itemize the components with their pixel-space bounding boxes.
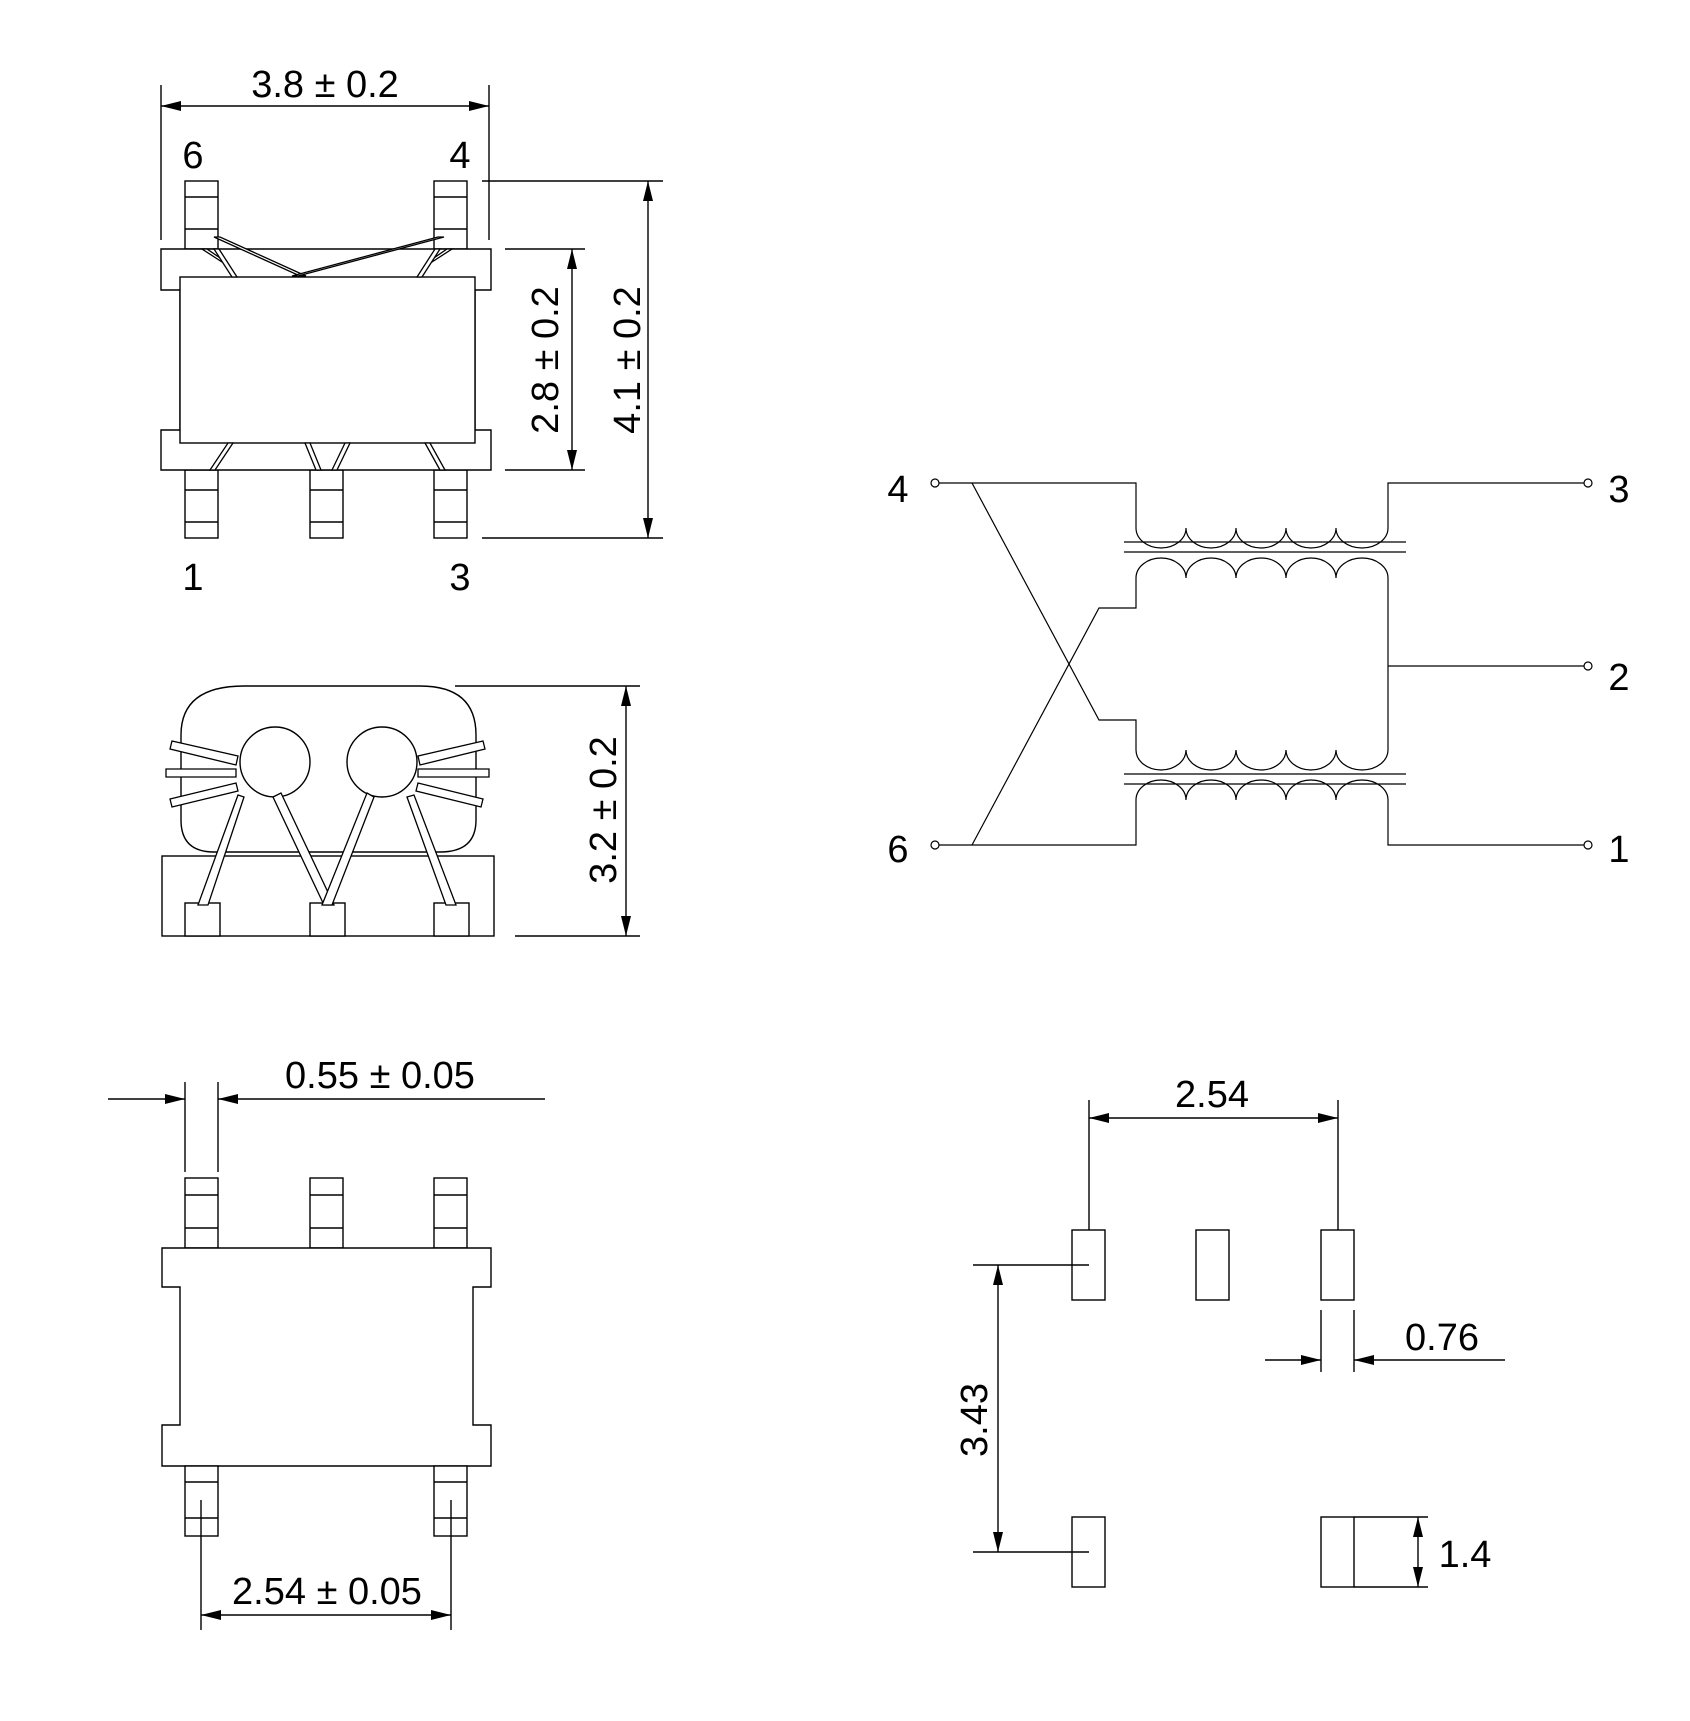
terminal-6 [930,840,940,850]
top-view: 3.8 ± 0.2 6 4 1 3 [160,64,663,599]
schematic: 4 6 3 2 1 [887,469,1629,871]
row-spacing-dimension-label: 3.43 [954,1383,996,1457]
coil-top [1135,527,1389,549]
side-pin-3 [433,902,470,937]
coil-middle-lower [1135,749,1389,771]
terminal-label-3: 3 [1608,469,1629,511]
terminal-label-1: 1 [1608,829,1629,871]
pad-bottom-right [1320,1516,1355,1588]
bottom-pin-6 [184,1177,219,1249]
pad-height-dimension-label: 1.4 [1439,1534,1492,1576]
pin-width-dimension-label: 0.55 ± 0.05 [285,1055,475,1097]
total-height-dimension-label: 4.1 ± 0.2 [607,286,649,434]
coil-middle-upper [1135,557,1389,579]
toroid-hole-right [346,726,418,798]
side-pin-2 [309,902,346,937]
core-block [179,276,476,444]
bottom-body [161,1247,492,1467]
coil-bottom [1135,779,1389,801]
toroid-body [180,685,477,853]
land-pitch-dimension-label: 2.54 [1175,1074,1249,1116]
bottom-view: 0.55 ± 0.05 2.54 ± 0.05 [108,1055,545,1630]
pin-6 [184,180,219,250]
pin-label-6: 6 [182,135,203,177]
side-height-dimension-label: 3.2 ± 0.2 [583,736,625,884]
terminal-label-2: 2 [1608,657,1629,699]
pin-3 [433,469,468,539]
width-dimension-label: 3.8 ± 0.2 [251,64,399,106]
bottom-pin-4 [433,1177,468,1249]
pin-1 [184,469,219,539]
terminal-1 [1583,840,1593,850]
pin-pitch-dimension-label: 2.54 ± 0.05 [232,1571,422,1613]
terminal-2 [1583,661,1593,671]
pin-label-4: 4 [449,135,470,177]
terminal-3 [1583,478,1593,488]
terminal-label-6: 6 [887,829,908,871]
pad-width-dimension-label: 0.76 [1405,1317,1479,1359]
pin-label-3: 3 [449,557,470,599]
pin-label-1: 1 [182,557,203,599]
inner-height-dimension-label: 2.8 ± 0.2 [525,286,567,434]
pad-top-right [1320,1229,1355,1301]
toroid-hole-left [239,726,311,798]
pin-2 [309,469,344,539]
land-pattern: 2.54 3.43 0.76 1.4 [954,1074,1505,1588]
side-pin-1 [184,902,221,937]
side-view: 3.2 ± 0.2 [161,685,640,937]
terminal-4 [930,478,940,488]
terminal-label-4: 4 [887,469,908,511]
pad-top-middle [1195,1229,1230,1301]
bottom-pin-5 [309,1177,344,1249]
